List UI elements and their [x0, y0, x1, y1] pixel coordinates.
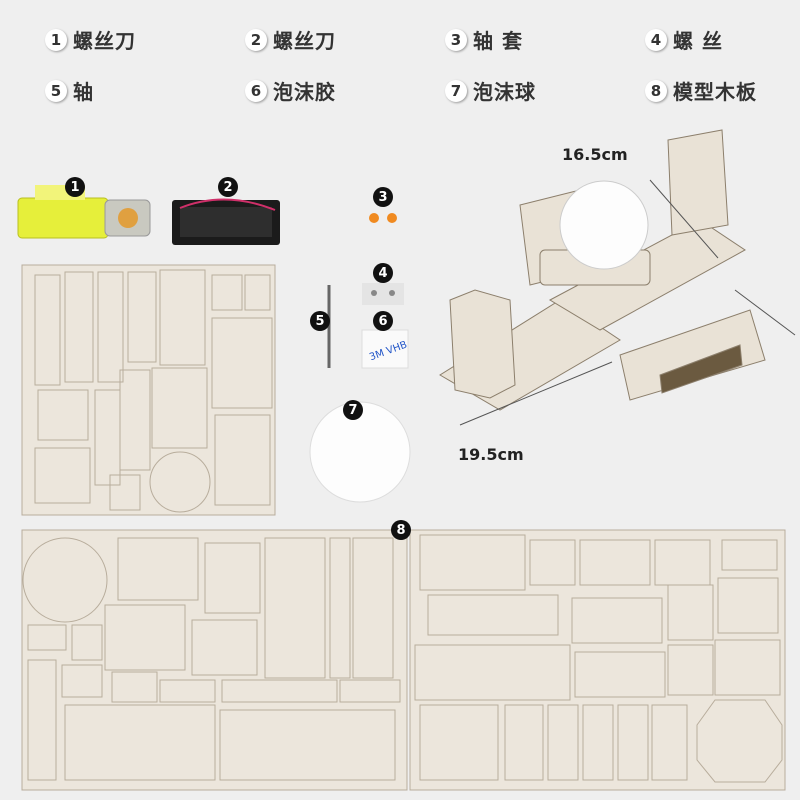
legend-label: 泡沫球	[473, 80, 536, 104]
legend-item: 3 轴 套	[445, 25, 523, 54]
part-marker: 7	[343, 400, 363, 420]
motor	[17, 185, 151, 239]
dimension-line	[734, 289, 796, 336]
legend-number: 6	[245, 79, 267, 102]
wood-board-small	[21, 264, 276, 516]
dimension-line	[459, 361, 613, 426]
length-dimension: 19.5cm	[458, 445, 524, 464]
legend-item: 6 泡沫胶	[245, 76, 336, 105]
legend-label: 轴 套	[473, 29, 523, 53]
legend-item: 8 模型木板	[645, 76, 757, 105]
legend-label: 螺 丝	[673, 29, 723, 53]
legend-number: 3	[445, 28, 467, 51]
bushing	[369, 213, 379, 223]
part-marker: 5	[310, 311, 330, 331]
legend-label: 泡沫胶	[273, 80, 336, 104]
legend-label: 轴	[73, 80, 94, 104]
legend-label: 螺丝刀	[73, 29, 136, 53]
part-marker: 2	[218, 177, 238, 197]
width-dimension: 16.5cm	[562, 145, 628, 164]
model-foam-ball	[559, 180, 649, 270]
dimension-line	[649, 179, 719, 259]
part-marker: 4	[373, 263, 393, 283]
legend-number: 1	[45, 28, 67, 51]
battery-holder	[172, 198, 280, 245]
part-marker: 3	[373, 187, 393, 207]
bushing	[387, 213, 397, 223]
wood-board-large	[21, 529, 786, 791]
legend-number: 5	[45, 79, 67, 102]
legend-number: 2	[245, 28, 267, 51]
part-marker: 8	[391, 520, 411, 540]
legend-item: 1 螺丝刀	[45, 25, 136, 54]
legend-number: 7	[445, 79, 467, 102]
legend-label: 模型木板	[673, 80, 757, 104]
legend-label: 螺丝刀	[273, 29, 336, 53]
legend-item: 7 泡沫球	[445, 76, 536, 105]
screws-bag	[362, 283, 404, 305]
part-marker: 1	[65, 177, 85, 197]
legend-number: 8	[645, 79, 667, 102]
legend-item: 2 螺丝刀	[245, 25, 336, 54]
assembled-model	[439, 129, 766, 411]
legend-number: 4	[645, 28, 667, 51]
part-marker: 6	[373, 311, 393, 331]
legend-item: 4 螺 丝	[645, 25, 723, 54]
